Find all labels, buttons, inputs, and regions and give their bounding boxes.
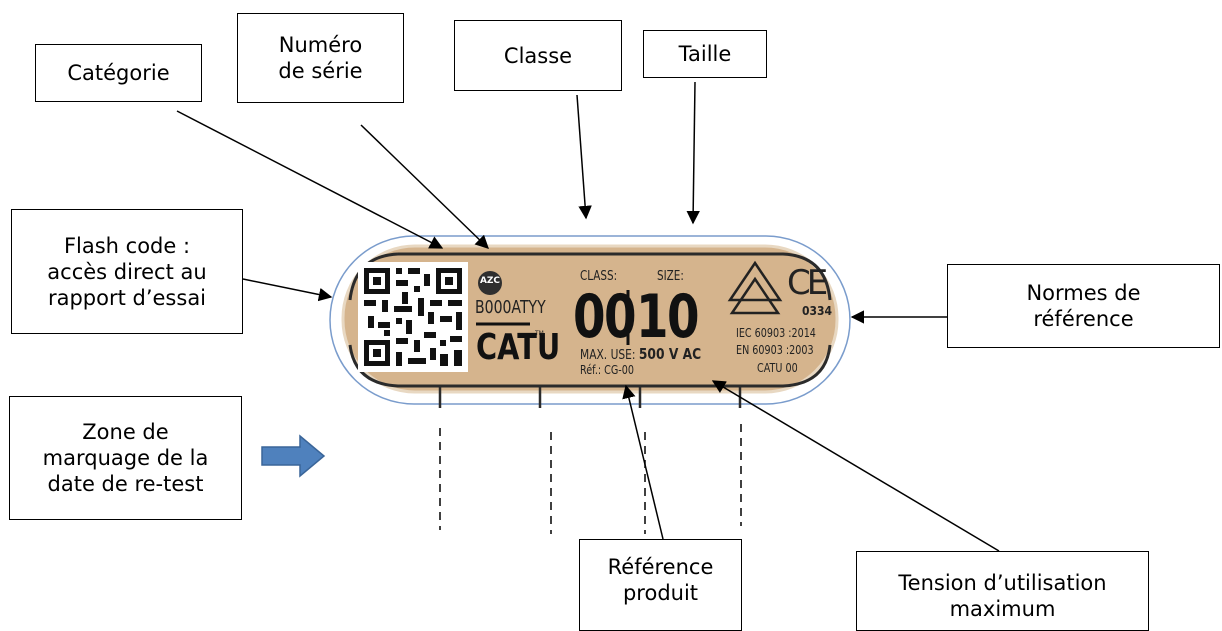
callout-zone-marquage: Zone de marquage de la date de re-test: [9, 396, 242, 520]
blue-block-arrow-icon: [261, 434, 326, 478]
arrow-taille: [686, 81, 700, 225]
arrow-classe: [576, 94, 592, 220]
callout-classe: Classe: [454, 20, 622, 91]
qr-code-icon: [358, 262, 468, 372]
max-use: MAX. USE: 500 V AC: [580, 345, 702, 363]
callout-flash-code: Flash code : accès direct au rapport d’e…: [11, 209, 243, 334]
arrow-tension: [711, 380, 1000, 552]
serial-number: B000ATYY: [475, 297, 546, 318]
callout-numero-serie: Numéro de série: [237, 13, 404, 103]
brand-logo: CATU: [476, 327, 561, 368]
callout-reference-produit: Référence produit: [579, 539, 742, 631]
ce-mark: CE: [787, 263, 828, 303]
class-label: CLASS:: [580, 269, 618, 284]
label-top-rail: [398, 252, 832, 301]
arrow-numero-serie: [360, 124, 489, 249]
callout-categorie: Catégorie: [35, 44, 202, 102]
standard-iec: IEC 60903 :2014: [736, 326, 816, 340]
category-badge: [478, 271, 502, 295]
category-badge-text: AZC: [479, 276, 501, 286]
size-value: 10: [636, 282, 700, 352]
product-reference: Réf.: CG-00: [580, 363, 634, 377]
callout-tension: Tension d’utilisation maximum: [856, 551, 1149, 631]
standard-en: EN 60903 :2003: [736, 343, 814, 357]
arrow-reference-produit: [622, 384, 664, 540]
arrow-categorie: [176, 110, 444, 249]
callout-taille: Taille: [643, 30, 767, 78]
label-bottom-rail: [348, 344, 832, 388]
trademark-symbol: TM: [535, 330, 544, 337]
size-label: SIZE:: [657, 269, 684, 284]
standard-catu: CATU 00: [757, 361, 798, 375]
notified-body-number: 0334: [802, 304, 833, 318]
arrow-flash-code: [242, 278, 333, 302]
class-value: 00: [573, 282, 637, 352]
insulation-triangle-icon: [727, 260, 783, 315]
callout-normes: Normes de référence: [947, 264, 1220, 348]
